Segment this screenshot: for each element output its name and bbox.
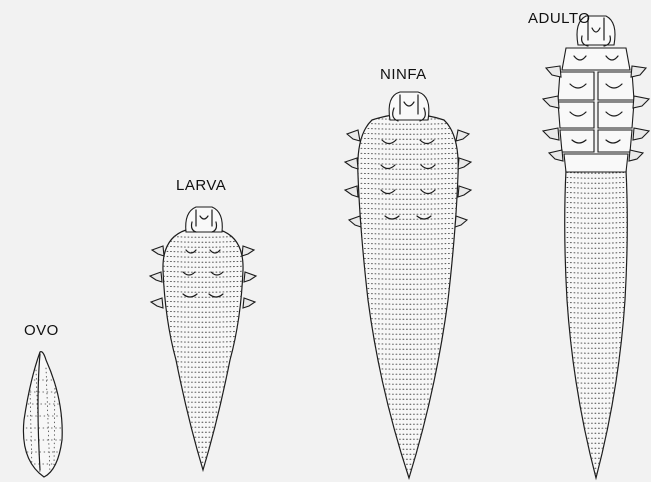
nymph-label: NINFA [380,66,427,83]
larva-figure [150,207,256,472]
egg-label: OVO [24,322,59,339]
egg-figure [22,352,64,477]
larva-label: LARVA [176,177,226,194]
adult-figure [543,16,649,478]
nymph-figure [345,92,471,479]
adult-label: ADULTO [528,10,590,27]
